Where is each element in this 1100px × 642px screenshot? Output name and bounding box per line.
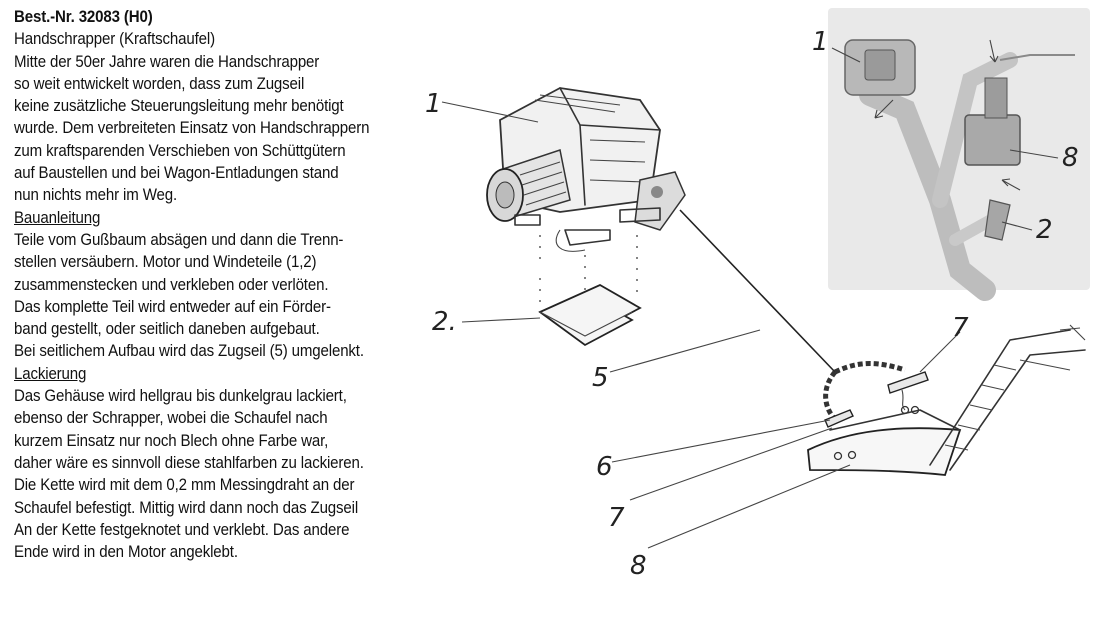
clip-7-bottom (824, 409, 854, 428)
motor-feet (514, 207, 661, 226)
photo-callout-8: 8 (1062, 143, 1079, 173)
motor-cable (555, 229, 586, 252)
motor-housing-edge (579, 124, 586, 206)
shovel-blade (807, 427, 962, 476)
pull-rope: 5 (592, 209, 836, 393)
photo-leader-1 (831, 47, 861, 63)
leader-7-top (919, 331, 961, 373)
chain-links (833, 361, 906, 375)
leader-6 (611, 419, 831, 463)
photo-wire (999, 54, 1075, 61)
photo-arrow (874, 99, 894, 119)
photo-inset: 1 8 2 (812, 8, 1090, 301)
intro-line: so weit entwickelt worden, dass zum Zugs… (14, 74, 305, 93)
motor-ribs-top (534, 94, 621, 113)
clip-7-top (887, 371, 929, 394)
paint-heading: Lackierung (14, 364, 87, 383)
intro-line: zum kraftsparenden Verschieben von Schüt… (14, 141, 346, 160)
paint-line: ebenso der Schrapper, wobei die Schaufel… (14, 409, 328, 428)
intro-line: auf Baustellen und bei Wagon-Entladungen… (14, 164, 339, 183)
assembly-line: zusammenstecken und verkleben oder verlö… (14, 275, 329, 294)
motor-base-plate (564, 229, 611, 246)
photo-leader-2 (1001, 221, 1033, 231)
assembly-heading: Bauanleitung (14, 208, 101, 227)
callout-6: 6 (596, 452, 613, 482)
shovel-rivet (847, 450, 857, 460)
callout-1: 1 (425, 89, 442, 119)
photo-frame-arm (932, 52, 1018, 208)
intro-line: nun nichts mehr im Weg. (14, 186, 178, 205)
leader-7-bottom (629, 427, 833, 501)
base-part-2-edge (539, 311, 633, 337)
winch-hub (651, 186, 663, 198)
handle-rungs (944, 364, 1017, 451)
photo-arrow (989, 39, 999, 63)
winch-drum (634, 171, 686, 231)
motor-ribs (589, 139, 646, 183)
leader-1 (441, 101, 539, 123)
shovel-back (829, 409, 961, 431)
handle-grip (1059, 324, 1086, 341)
intro-line: keine zusätzliche Steuerungsleitung mehr… (14, 97, 344, 116)
intro-line: Mitte der 50er Jahre waren die Handschra… (14, 52, 320, 71)
callout-7-bottom: 7 (608, 503, 625, 533)
photo-callout-1: 1 (812, 27, 829, 57)
paint-line: Die Kette wird mit dem 0,2 mm Messingdra… (14, 476, 355, 495)
assembly-line: stellen versäubern. Motor und Windeteile… (14, 253, 317, 272)
paint-line: Ende wird in den Motor angeklebt. (14, 543, 238, 562)
photo-part-8-hanger (984, 77, 1008, 119)
scraper-shovel-sketch: 7 6 7 8 (596, 313, 1086, 581)
photo-part-2 (984, 199, 1011, 241)
photo-part-1-detail (864, 49, 896, 81)
paint-line: daher wäre es sinnvoll diese stahlfarben… (14, 453, 364, 472)
leader-8 (647, 464, 851, 549)
callout-5: 5 (592, 363, 609, 393)
shovel-rivet (833, 451, 843, 461)
motor-shaft (495, 181, 515, 209)
leader-5 (609, 329, 761, 373)
handle-rail (929, 329, 1071, 466)
paint-line: kurzem Einsatz nur noch Blech ohne Farbe… (14, 431, 329, 450)
assembly-line: band gestellt, oder seitlich daneben auf… (14, 320, 320, 339)
callout-8: 8 (630, 551, 647, 581)
paint-line: Schaufel befestigt. Mittig wird dann noc… (14, 498, 359, 517)
shovel-rivet (900, 405, 910, 415)
leader-2 (461, 317, 541, 323)
motor-winch-sketch: 1 2. (425, 87, 686, 347)
handle-rail (949, 349, 1086, 471)
photo-leader-8 (1009, 149, 1059, 159)
assembly-line: Teile vom Gußbaum absägen und dann die T… (14, 230, 344, 249)
assembly-line: Das komplette Teil wird entweder auf ein… (14, 297, 331, 316)
shovel-rivet (910, 405, 920, 415)
instruction-text: Best.-Nr. 32083 (H0) Handschrapper (Kraf… (14, 6, 395, 563)
photo-arrow (1001, 178, 1021, 191)
document-subtitle: Handschrapper (Kraftschaufel) (14, 30, 215, 49)
motor-fins (519, 161, 567, 206)
photo-callout-2: 2 (1036, 215, 1053, 245)
chain-links (823, 370, 838, 422)
handle-brace (1019, 359, 1071, 371)
callout-7-top: 7 (952, 313, 969, 343)
paint-line: An der Kette festgeknotet und verklebt. … (14, 520, 350, 539)
rope-line (679, 209, 836, 373)
assembly-line: Bei seitlichem Aufbau wird das Zugseil (… (14, 342, 364, 361)
photo-part-8 (964, 114, 1021, 166)
paint-line: Das Gehäuse wird hellgrau bis dunkelgrau… (14, 387, 347, 406)
document-title: Best.-Nr. 32083 (H0) (14, 8, 153, 26)
intro-line: wurde. Dem verbreiteten Einsatz von Hand… (14, 119, 370, 138)
wire (901, 389, 906, 411)
callout-2: 2. (432, 307, 457, 337)
